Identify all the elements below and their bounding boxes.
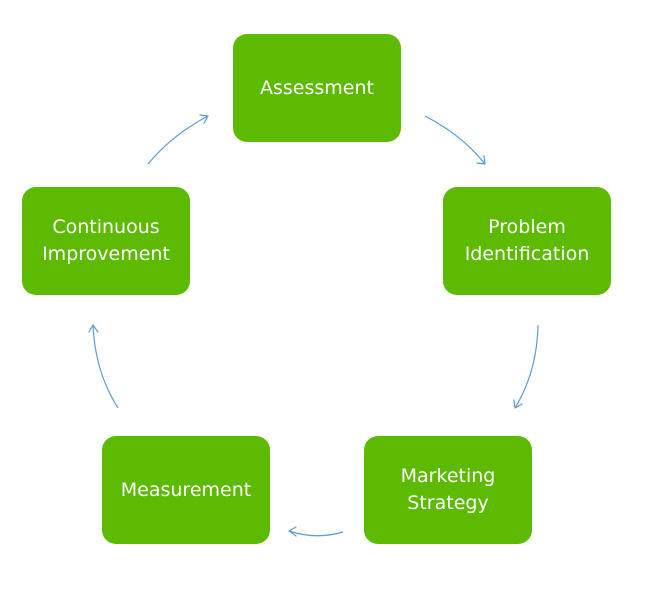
node-continuous-improvement: Continuous Improvement <box>22 187 190 295</box>
node-problem-identification: Problem Identification <box>443 187 611 295</box>
arrow-measurement-to-continuous <box>88 324 119 409</box>
node-label: Marketing <box>400 465 496 487</box>
arrow-marketing-to-measurement <box>288 526 344 537</box>
node-label: Problem <box>488 216 566 238</box>
arrow-assessment-to-problem <box>424 115 486 165</box>
node-label: Measurement <box>120 478 252 501</box>
node-label: Improvement <box>42 243 170 265</box>
node-label: Assessment <box>260 76 374 99</box>
arrow-problem-to-marketing <box>513 324 539 409</box>
node-assessment: Assessment <box>233 34 401 142</box>
arrow-continuous-to-assessment <box>147 114 209 165</box>
node-measurement: Measurement <box>102 436 270 544</box>
node-label: Identification <box>464 243 590 265</box>
node-marketing-strategy: Marketing Strategy <box>364 436 532 544</box>
node-label: Continuous <box>52 216 160 238</box>
node-label: Strategy <box>407 492 489 514</box>
